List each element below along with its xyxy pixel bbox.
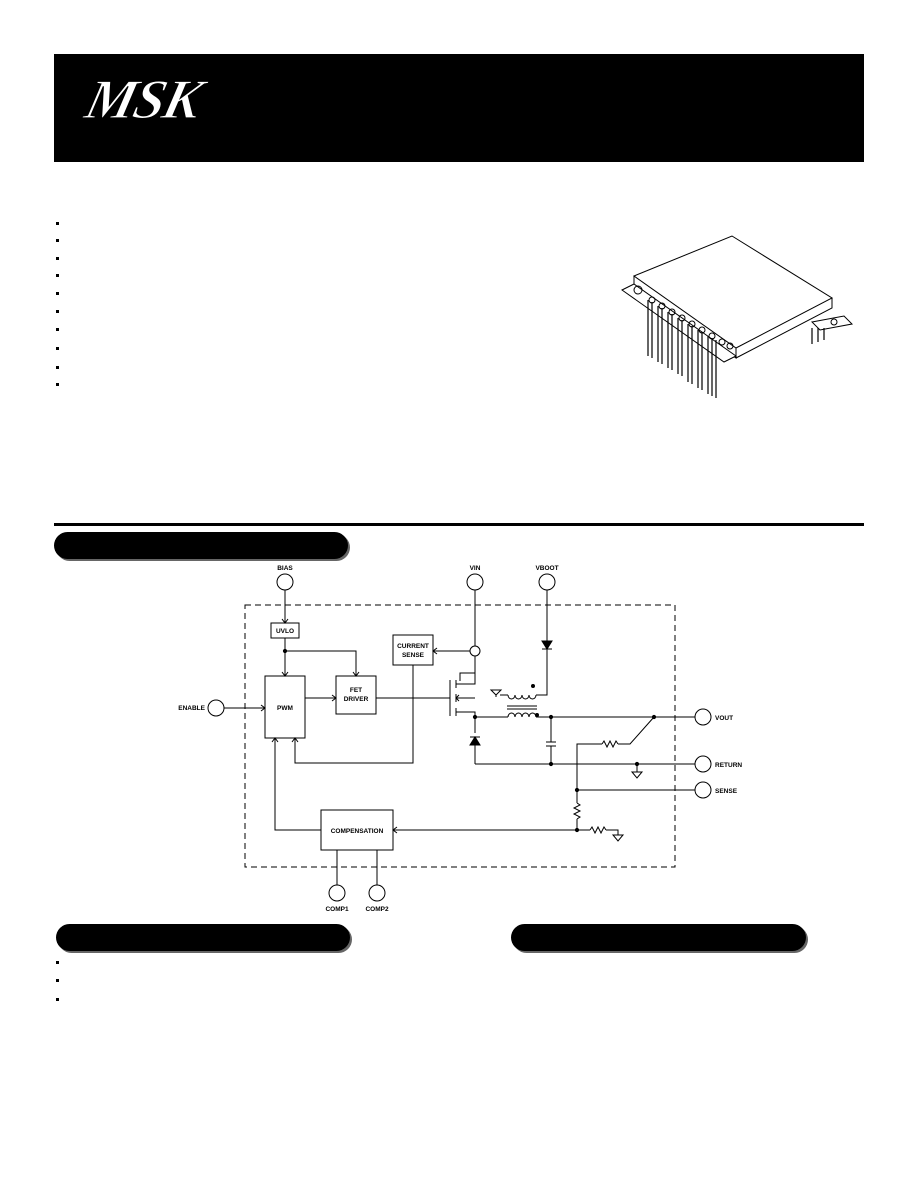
vboot-pin-label: VBOOT [535,565,558,572]
current-sense-block [392,634,434,666]
feature-bullet [56,257,59,260]
sense-pin [694,781,712,799]
feature-bullet [56,328,59,331]
comp2-pin [368,884,386,902]
pwm-label: PWM [277,705,293,712]
compensation-label: COMPENSATION [331,828,384,835]
feature-bullet [56,366,59,369]
product-package-image [621,235,854,398]
pwm-block [264,675,306,739]
block-diagram: BIAS UVLO PWM ENABLE FET DRIVER CURRENT … [178,565,742,913]
comp2-pin-label: COMP2 [365,906,389,913]
vout-pin-label: VOUT [715,715,733,722]
current-sense-label-2: SENSE [402,652,425,659]
enable-pin [207,699,225,717]
feature-bullet [56,292,59,295]
section-header-pill [511,924,806,951]
return-pin-label: RETURN [715,762,742,769]
section-divider [54,523,864,526]
vin-pin [466,573,484,591]
return-pin [694,755,712,773]
uvlo-label: UVLO [276,628,294,635]
feature-bullet [56,239,59,242]
application-bullet [56,961,59,964]
svg-text:MSK: MSK [78,69,213,128]
feature-bullet [56,347,59,350]
vin-pin-label: VIN [470,565,481,572]
comp1-pin [328,884,346,902]
section-header-pill [56,924,350,951]
module-boundary [244,604,676,868]
fet-driver-block [335,675,377,715]
sense-pin-label: SENSE [715,788,738,795]
current-sense-label-1: CURRENT [397,643,429,650]
feature-bullet [56,274,59,277]
bias-pin-label: BIAS [277,565,293,572]
application-bullet [56,998,59,1001]
comp1-pin-label: COMP1 [325,906,349,913]
fet-driver-label-2: DRIVER [344,696,369,703]
bias-pin [276,573,294,591]
vout-pin [694,708,712,726]
section-header-pill [54,532,348,559]
feature-bullet [56,383,59,386]
feature-bullet [56,222,59,225]
enable-pin-label: ENABLE [178,705,205,712]
vboot-pin [538,573,556,591]
application-bullet [56,979,59,982]
feature-bullet [56,310,59,313]
header-bar [54,54,864,162]
msk-logo: MSK [78,68,214,128]
fet-driver-label-1: FET [350,687,362,694]
